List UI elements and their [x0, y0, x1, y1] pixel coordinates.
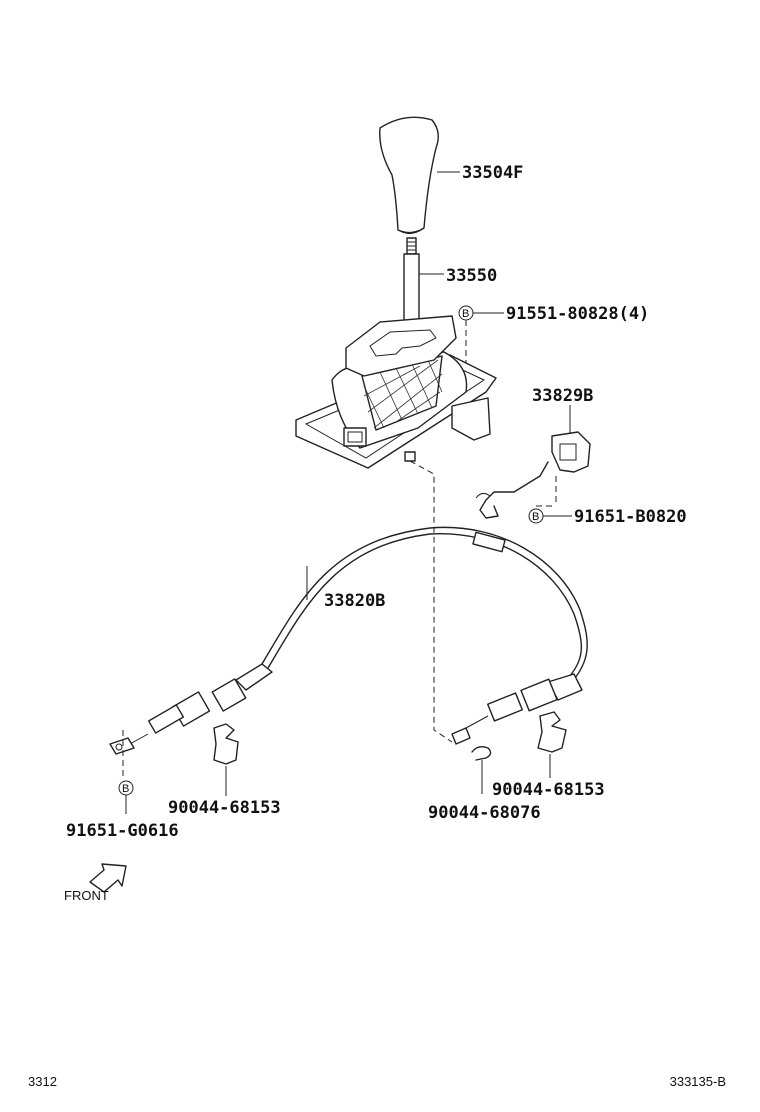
clip-right	[537, 711, 567, 753]
label-33550: 33550	[446, 266, 497, 286]
label-33820B: 33820B	[324, 591, 385, 611]
bolt-symbol-end: B	[118, 780, 134, 796]
clip-left	[213, 723, 239, 765]
label-90044-68076: 90044-68076	[428, 803, 541, 823]
label-33829B: 33829B	[532, 386, 593, 406]
front-arrow-icon	[89, 863, 127, 893]
footer-right: 333135-B	[670, 1074, 726, 1089]
footer-left: 3312	[28, 1074, 57, 1089]
shifter-housing	[295, 315, 497, 469]
bolt-symbol-bracket: B	[528, 508, 544, 524]
shift-knob	[379, 116, 439, 234]
svg-text:B: B	[122, 783, 129, 795]
front-label: FRONT	[64, 888, 109, 903]
bolt-symbol-housing: B	[458, 305, 474, 321]
label-90044-68153-right: 90044-68153	[492, 780, 605, 800]
svg-text:B: B	[462, 308, 469, 320]
label-91651-G0616: 91651-G0616	[66, 821, 179, 841]
clip-small	[471, 745, 492, 761]
label-90044-68153-left: 90044-68153	[168, 798, 281, 818]
shift-lock-bracket	[475, 431, 591, 519]
label-91651-B0820: 91651-B0820	[574, 507, 687, 527]
label-91551-80828: 91551-80828(4)	[506, 304, 649, 324]
label-33504F: 33504F	[462, 163, 523, 183]
svg-text:B: B	[532, 511, 539, 523]
shift-cable	[109, 526, 588, 755]
